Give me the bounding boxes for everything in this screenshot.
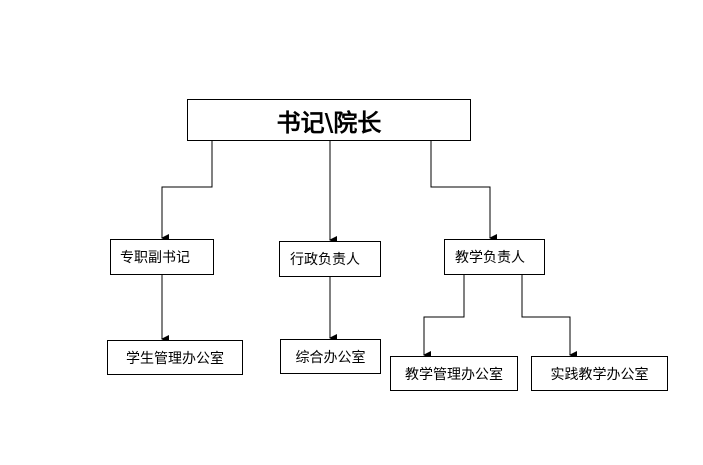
node-practice-teaching-office: 实践教学办公室 xyxy=(531,356,668,391)
node-root-secretary-dean: 书记\院长 xyxy=(187,99,471,141)
node-label: 书记\院长 xyxy=(276,107,382,137)
node-label: 教学负责人 xyxy=(455,250,525,266)
connector-teaching-head-to-practice-office xyxy=(521,275,577,359)
node-general-office: 综合办公室 xyxy=(280,339,381,374)
node-label: 实践教学办公室 xyxy=(550,366,649,383)
connector-teaching-head-to-teaching-mgmt-office xyxy=(423,275,465,359)
connector-root-to-teaching-head xyxy=(430,141,497,242)
node-deputy-secretary: 专职副书记 xyxy=(110,239,214,275)
node-label: 教学管理办公室 xyxy=(405,366,503,383)
node-teaching-head: 教学负责人 xyxy=(444,239,545,275)
node-teaching-management-office: 教学管理办公室 xyxy=(390,356,518,391)
node-student-affairs-office: 学生管理办公室 xyxy=(107,340,243,375)
connector-root-to-deputy-secretary xyxy=(161,141,213,242)
node-label: 专职副书记 xyxy=(120,250,190,266)
node-admin-head: 行政负责人 xyxy=(279,241,381,277)
node-label: 综合办公室 xyxy=(295,349,366,366)
node-label: 行政负责人 xyxy=(290,252,360,268)
node-label: 学生管理办公室 xyxy=(126,350,224,367)
